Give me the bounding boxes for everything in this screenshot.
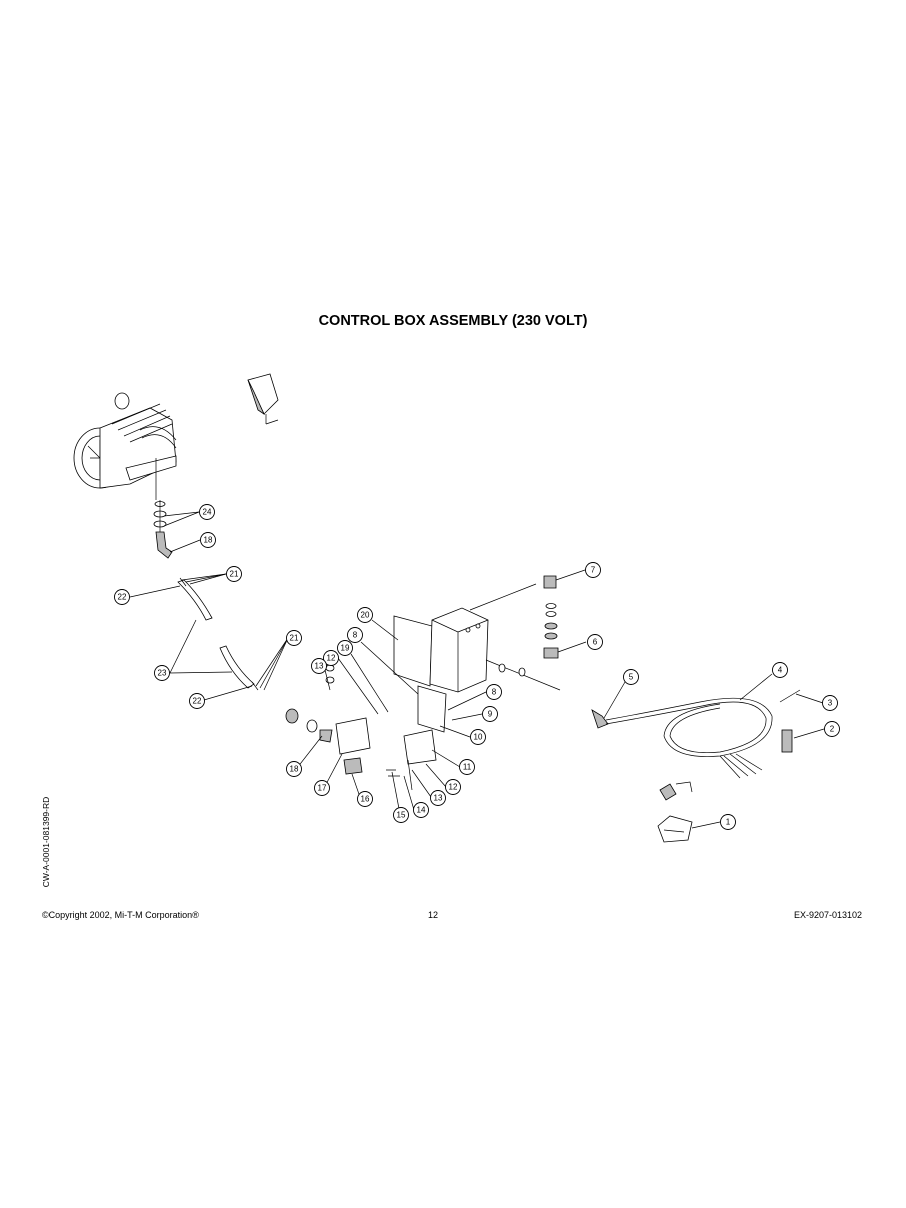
page-title: CONTROL BOX ASSEMBLY (230 VOLT) — [318, 313, 588, 329]
callout-9: 9 — [482, 706, 498, 722]
callout-3: 3 — [822, 695, 838, 711]
fittings-drawing — [469, 575, 559, 677]
callout-21-bottom: 21 — [286, 630, 302, 646]
svg-text:10: 10 — [474, 733, 483, 742]
svg-text:3: 3 — [828, 699, 833, 708]
callout-13-top: 13 — [311, 658, 327, 674]
callout-6: 6 — [587, 634, 603, 650]
motor-fittings-drawing — [153, 500, 173, 559]
callout-12-bottom: 12 — [445, 779, 461, 795]
svg-text:21: 21 — [290, 634, 299, 643]
svg-text:7: 7 — [591, 566, 596, 575]
callout-18-top: 18 — [200, 532, 216, 548]
svg-text:13: 13 — [434, 794, 443, 803]
svg-text:12: 12 — [327, 654, 336, 663]
callout-19: 19 — [337, 640, 353, 656]
svg-text:15: 15 — [397, 811, 406, 820]
svg-text:20: 20 — [361, 611, 370, 620]
callout-22-bottom: 22 — [189, 693, 205, 709]
svg-text:23: 23 — [158, 669, 167, 678]
power-cord-drawing — [591, 689, 801, 779]
callout-4: 4 — [772, 662, 788, 678]
callout-20: 20 — [357, 607, 373, 623]
callout-5: 5 — [623, 669, 639, 685]
footer-copyright: ©Copyright 2002, Mi-T-M Corporation® — [42, 910, 199, 920]
svg-text:24: 24 — [203, 508, 212, 517]
control-box-drawing — [393, 607, 561, 733]
svg-text:21: 21 — [230, 570, 239, 579]
callout-8-top: 8 — [347, 627, 363, 643]
svg-text:13: 13 — [315, 662, 324, 671]
svg-text:8: 8 — [353, 631, 358, 640]
callout-14: 14 — [413, 802, 429, 818]
svg-text:14: 14 — [417, 806, 426, 815]
contactor-drawing — [285, 664, 437, 791]
svg-text:1: 1 — [726, 818, 731, 827]
svg-text:5: 5 — [629, 673, 634, 682]
svg-text:19: 19 — [341, 644, 350, 653]
svg-text:8: 8 — [492, 688, 497, 697]
svg-text:11: 11 — [463, 763, 472, 772]
footer-doc-code: EX-9207-013102 — [793, 910, 862, 920]
callout-12-top: 12 — [323, 650, 339, 666]
svg-text:16: 16 — [361, 795, 370, 804]
callout-2: 2 — [824, 721, 840, 737]
plug-drawing — [657, 781, 693, 843]
svg-text:6: 6 — [593, 638, 598, 647]
callout-10: 10 — [470, 729, 486, 745]
callout-13-bottom: 13 — [430, 790, 446, 806]
callout-17: 17 — [314, 780, 330, 796]
svg-text:2: 2 — [830, 725, 835, 734]
footer-page-number: 12 — [427, 910, 438, 920]
callout-1: 1 — [720, 814, 736, 830]
callout-24: 24 — [199, 504, 215, 520]
callout-8-right: 8 — [486, 684, 502, 700]
callout-23: 23 — [154, 665, 170, 681]
callout-16: 16 — [357, 791, 373, 807]
svg-text:17: 17 — [318, 784, 327, 793]
callout-7: 7 — [585, 562, 601, 578]
callout-15: 15 — [393, 807, 409, 823]
leader-lines — [129, 511, 825, 829]
conduit-drawing — [177, 577, 259, 691]
svg-text:9: 9 — [488, 710, 493, 719]
callout-11: 11 — [459, 759, 475, 775]
svg-text:22: 22 — [118, 593, 127, 602]
switch-bracket-drawing — [247, 373, 279, 425]
svg-text:12: 12 — [449, 783, 458, 792]
motor-drawing — [73, 392, 177, 500]
svg-text:4: 4 — [778, 666, 783, 675]
svg-text:18: 18 — [290, 765, 299, 774]
svg-text:18: 18 — [204, 536, 213, 545]
callout-21-top: 21 — [226, 566, 242, 582]
document-side-code: CW-A-0001-081399-RD — [41, 796, 51, 888]
svg-text:22: 22 — [193, 697, 202, 706]
callout-18-bottom: 18 — [286, 761, 302, 777]
callout-22-top: 22 — [114, 589, 130, 605]
